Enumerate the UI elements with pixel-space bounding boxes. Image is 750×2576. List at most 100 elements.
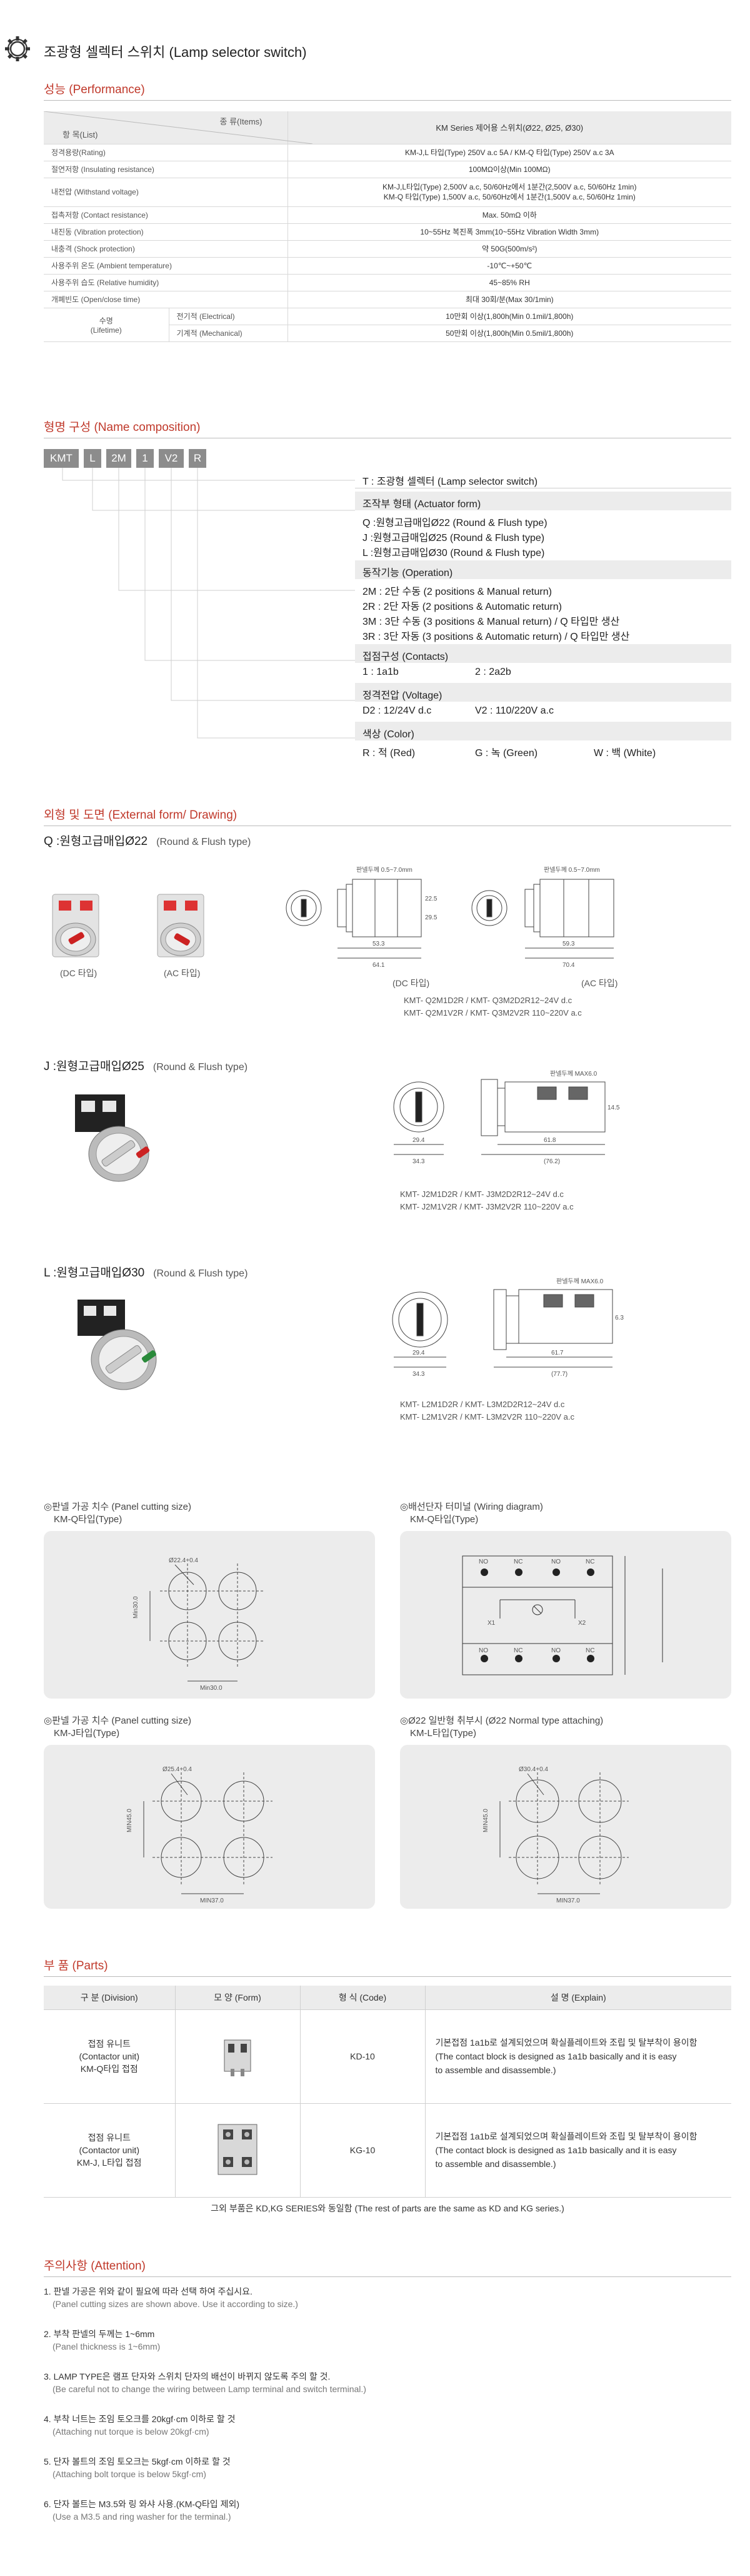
- row-label: 개폐빈도 (Open/close time): [44, 291, 288, 308]
- code-part: 1: [136, 449, 154, 468]
- row-value: KM-J,L타입(Type) 2,500V a.c, 50/60Hz에서 1분간…: [287, 178, 731, 207]
- parts-note: 그외 부품은 KD,KG SERIES와 동일함 (The rest of pa…: [44, 2196, 731, 2220]
- model-line: KMT- J2M1V2R / KMT- J3M2V2R 110~220V a.c: [400, 1202, 574, 1211]
- part-division: 접점 유니트(Contactor unit)KM-J, L타입 접점: [44, 2103, 175, 2197]
- row-label: 내충격 (Shock protection): [44, 240, 288, 258]
- panel-cutting-q-drawing: Ø22.4+0.4 Min30.0 Min30.0: [132, 1557, 265, 1692]
- l-panel-thickness: 판넬두께 MAX6.0: [556, 1278, 604, 1285]
- q-drawing: 판넬두께 0.5~7.0mm 판넬두께 0.5~7.0mm 53.3 64.1 …: [286, 866, 614, 969]
- row-label: 절연저항 (Insulating resistance): [44, 161, 288, 178]
- dim-diameter: Ø25.4+0.4: [162, 1766, 192, 1773]
- j-type-subtitle: (Round & Flush type): [152, 1062, 248, 1073]
- col-header: 형 식 (Code): [299, 1986, 425, 2009]
- panel-cutting-l-title: ◎Ø22 일반형 취부시 (Ø22 Normal type attaching)…: [400, 1715, 603, 1740]
- nc-item: V2 : 110/220V a.c: [475, 705, 554, 716]
- row-value: 100MΩ이상(Min 100MΩ): [287, 161, 731, 178]
- gear-icon: [5, 36, 30, 61]
- model-line: KMT- Q2M1V2R / KMT- Q3M2V2R 110~220V a.c: [404, 1008, 582, 1018]
- panel-cutting-q: Ø22.4+0.4 Min30.0 Min30.0: [44, 1531, 375, 1699]
- wiring-diagram-title: ◎배선단자 터미널 (Wiring diagram)KM-Q타입(Type): [400, 1501, 543, 1526]
- terminal-screws: [481, 1568, 594, 1662]
- col-header: 구 분 (Division): [44, 1986, 175, 2009]
- nc-head-bg: [355, 644, 731, 663]
- row-label: 사용주위 습도 (Relative humidity): [44, 274, 288, 291]
- attention-en: (Attaching bolt torque is below 5kgf·cm): [52, 2469, 206, 2479]
- l-switch-photo: [78, 1300, 157, 1390]
- j-drawing: 판넬두께 MAX6.0 29.4 34.3 61.8 (76.2) 14.5: [393, 1070, 620, 1165]
- header-item: 항 목(List): [62, 129, 98, 139]
- dim-horizontal: MIN37.0: [556, 1897, 580, 1904]
- connector-lines: [62, 468, 355, 739]
- panel-title: ◎Ø22 일반형 취부시 (Ø22 Normal type attaching): [400, 1715, 604, 1726]
- panel-cutting-l-drawing: Ø30.4+0.4 MIN45.0 MIN37.0: [482, 1766, 629, 1904]
- terminal-label: NC: [586, 1558, 594, 1565]
- panel-title: ◎판넬 가공 치수 (Panel cutting size): [44, 1502, 191, 1512]
- division-line: KM-J, L타입 접점: [76, 2158, 142, 2168]
- parts-header-row: 구 분 (Division) 모 양 (Form) 형 식 (Code) 설 명…: [44, 1986, 731, 2009]
- terminal-label: NC: [586, 1647, 594, 1654]
- panel-cutting-l: Ø30.4+0.4 MIN45.0 MIN37.0: [400, 1745, 731, 1909]
- nc-head-bg: [355, 683, 731, 702]
- explain-line: (The contact block is designed as 1a1b b…: [435, 2145, 677, 2155]
- divider: [44, 2276, 731, 2277]
- j-dim: 34.3: [412, 1158, 425, 1165]
- attention-item: 3. LAMP TYPE은 램프 단자와 스위치 단자의 배선이 바뀌지 않도록…: [44, 2370, 366, 2395]
- attention-ko: 5. 단자 볼트의 조임 토오크는 5kgf·cm 이하로 할 것: [44, 2457, 231, 2467]
- table-row: 사용주위 습도 (Relative humidity)45~85% RH: [44, 274, 731, 291]
- name-composition-title: 형명 구성 (Name composition): [44, 421, 201, 434]
- panel-cutting-j-title: ◎판넬 가공 치수 (Panel cutting size)KM-J타입(Typ…: [44, 1715, 191, 1740]
- panel-cutting-j: Ø25.4+0.4 MIN45.0 MIN37.0: [44, 1745, 375, 1909]
- l-dim: 61.7: [551, 1350, 564, 1356]
- dim-diameter: Ø30.4+0.4: [519, 1766, 548, 1773]
- terminal-label: NO: [479, 1558, 488, 1565]
- nc-heading: 조작부 형태 (Actuator form): [362, 499, 481, 510]
- nc-item: Q :원형고급매입Ø22 (Round & Flush type): [362, 518, 548, 528]
- nc-item: J :원형고급매입Ø25 (Round & Flush type): [362, 533, 545, 543]
- nc-item: R : 적 (Red): [362, 748, 416, 759]
- divider: [44, 1976, 731, 1977]
- l-type-subtitle: (Round & Flush type): [153, 1268, 248, 1279]
- row-label: 정격용량(Rating): [44, 144, 288, 161]
- model-line: KMT- L2M1D2R / KMT- L3M2D2R12~24V d.c: [400, 1400, 565, 1409]
- division-line: (Contactor unit): [79, 2051, 139, 2061]
- q-ac-switch-photo: [157, 894, 204, 957]
- nc-item: 2M : 2단 수동 (2 positions & Manual return): [362, 587, 552, 597]
- table-row: 그외 부품은 KD,KG SERIES와 동일함 (The rest of pa…: [44, 2196, 731, 2220]
- lifetime-label: 수명(Lifetime): [44, 308, 169, 342]
- terminal-label: NO: [551, 1647, 561, 1654]
- j-panel-thickness: 판넬두께 MAX6.0: [550, 1070, 598, 1078]
- performance-table: 종 류(Items) 항 목(List) KM Series 제어용 스위치(Ø…: [44, 111, 731, 342]
- table-row: 접점 유니트(Contactor unit)KM-Q타입 접점 KD-10 기본…: [44, 2009, 731, 2103]
- l-type-title: L :원형고급매입Ø30(Round & Flush type): [44, 1263, 248, 1280]
- header-kind: 종 류(Items): [219, 117, 262, 126]
- explain-line: (The contact block is designed as 1a1b b…: [435, 2051, 677, 2061]
- contact-unit-kg-image: [218, 2124, 258, 2174]
- attention-item: 5. 단자 볼트의 조임 토오크는 5kgf·cm 이하로 할 것 (Attach…: [44, 2455, 231, 2480]
- j-type-title: J :원형고급매입Ø25(Round & Flush type): [44, 1057, 248, 1074]
- terminal-label: X2: [578, 1620, 586, 1627]
- q-models: KMT- Q2M1D2R / KMT- Q3M2D2R12~24V d.c KM…: [404, 994, 582, 1019]
- performance-title: 성능 (Performance): [44, 83, 145, 96]
- page-title: 조광형 셀렉터 스위치 (Lamp selector switch): [44, 44, 307, 60]
- wiring-diagram: NO NC NO NC X1 X2 NO NC NO NC: [400, 1531, 731, 1699]
- part-form: [174, 2103, 300, 2197]
- l-drawing: 판넬두께 MAX6.0 29.4 34.3 61.7 (77.7) 6.3: [392, 1278, 624, 1378]
- attention-item: 6. 단자 볼트는 M3.5와 링 와샤 사용.(KM-Q타입 제외)(Use …: [44, 2498, 239, 2523]
- part-explain: 기본접점 1a1b로 설계되었으며 확실플레이트와 조립 및 탈부착이 용이함(…: [424, 2103, 731, 2197]
- q-ac-caption: (AC 타입): [164, 968, 201, 978]
- q-dim: 22.5: [425, 896, 438, 902]
- terminal-label: NC: [514, 1558, 522, 1565]
- j-models: KMT- J2M1D2R / KMT- J3M2D2R12~24V d.c KM…: [400, 1188, 574, 1213]
- terminal-label: X1: [488, 1620, 496, 1627]
- table-row: 기계적 (Mechanical) 50만회 이상(1,800h(Min 0.5m…: [44, 325, 731, 342]
- j-dim: (76.2): [544, 1158, 560, 1165]
- row-value-line1: KM-J,L타입(Type) 2,500V a.c, 50/60Hz에서 1분간…: [382, 183, 637, 191]
- row-label: 접촉저항 (Contact resistance): [44, 206, 288, 224]
- dim-horizontal: Min30.0: [200, 1685, 222, 1692]
- panel-subtitle: KM-L타입(Type): [410, 1728, 476, 1739]
- dim-vertical: MIN45.0: [126, 1809, 133, 1832]
- code-part: 2M: [106, 449, 131, 468]
- row-label: 사용주위 온도 (Ambient temperature): [44, 257, 288, 275]
- nc-item: G : 녹 (Green): [475, 748, 538, 759]
- row-label: 내진동 (Vibration protection): [44, 223, 288, 241]
